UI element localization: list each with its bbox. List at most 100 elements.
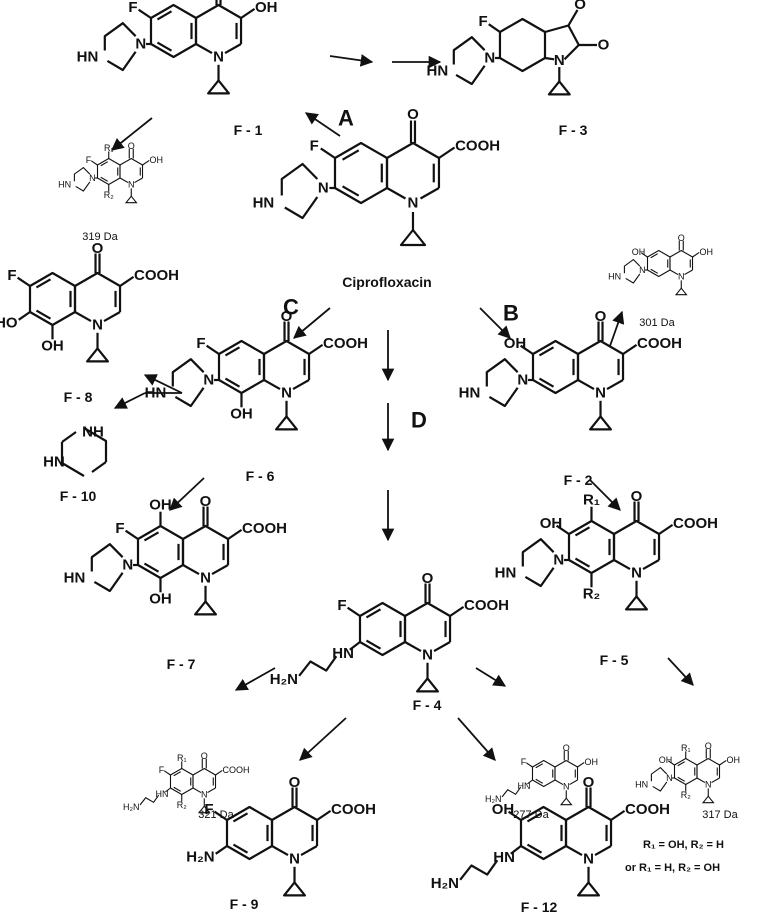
c7-bond [527, 779, 533, 785]
c3-bond [658, 523, 674, 535]
cyclopropyl-ring [275, 415, 299, 431]
carboxyl-group: COOH [455, 138, 500, 155]
piperazine-ring [106, 51, 137, 72]
five-ring [544, 24, 580, 61]
amine-nh: HN [493, 849, 515, 866]
ring-bond [300, 845, 318, 857]
c3-bond [227, 528, 243, 540]
ring-bond [195, 43, 213, 55]
piperazine-ring [625, 273, 641, 284]
fluorine-atom: F [478, 13, 487, 30]
piperazine-nh: HN [58, 180, 71, 190]
nitrogen-atom: N [595, 385, 606, 402]
ethylene-chain [139, 794, 160, 806]
piperazine-ring [75, 181, 91, 192]
piperazine-nh: NH [82, 424, 104, 441]
double-bond [677, 761, 686, 767]
piperazine-nitrogen: N [666, 773, 673, 783]
ethylene-chain [298, 655, 338, 677]
c5-substituent: R₁ [583, 492, 600, 509]
nitrogen-atom: N [563, 782, 570, 792]
piperazine-nitrogen: N [135, 36, 146, 53]
ring-bond [642, 559, 660, 571]
ring-bond [569, 779, 578, 786]
reaction-arrow [457, 717, 496, 761]
hydroxyl-group: HO [0, 314, 18, 331]
c3-bond [240, 7, 256, 19]
benzene-ring [149, 3, 198, 59]
pathway-b-label: B [503, 301, 519, 326]
benzene-ring [333, 141, 389, 205]
c8-substituent: OH [149, 590, 172, 607]
pyridone-ring [270, 805, 319, 846]
piperazine-ring [650, 766, 668, 782]
ring-bond [433, 641, 451, 653]
benzene-ring [225, 805, 274, 861]
product-label-1: F - 2 [564, 472, 593, 488]
ring-bond [386, 187, 407, 200]
c3-bond [119, 275, 135, 287]
c6-bond [507, 810, 522, 821]
c6-bond [163, 770, 171, 776]
pyridone-ring [194, 3, 243, 44]
cyclopropyl-ring [589, 415, 613, 431]
ring-bond [404, 641, 422, 653]
piperazine-nh: HN [608, 272, 621, 282]
benzene-ring [169, 767, 194, 796]
c6-bond [555, 524, 570, 535]
cyclopropyl-ring [283, 881, 307, 897]
double-bond [677, 776, 686, 782]
piperazine-nh: HN [253, 195, 275, 212]
pyridone-ring [576, 339, 625, 380]
double-bond [143, 531, 160, 542]
double-bond [538, 377, 555, 388]
pyridone-ring [669, 249, 694, 270]
double-bond [100, 161, 109, 167]
c3-bond [622, 343, 638, 355]
ring-bond [696, 777, 706, 784]
piperazine-ring [455, 65, 486, 86]
double-bond [365, 608, 382, 619]
double-bond [35, 309, 52, 320]
piperazine-nitrogen: N [484, 50, 495, 67]
double-bond [173, 771, 182, 777]
double-bond [535, 763, 544, 769]
cyclopropyl-ring [197, 805, 211, 814]
benzene-ring [531, 339, 580, 395]
cyclopropyl-ring [416, 677, 440, 693]
oxygen-atom: O [574, 0, 586, 13]
double-bond [574, 557, 591, 568]
benzene-ring [646, 249, 671, 278]
piperazine-ring [73, 166, 91, 182]
piperazine-ring [524, 567, 555, 588]
piperazine-ring [521, 538, 555, 567]
c-f-bond [488, 23, 501, 33]
piperazine-ring [485, 358, 519, 387]
ring-bond [271, 845, 289, 857]
piperazine-nitrogen: N [122, 557, 133, 574]
c8-substituent: R₂ [104, 190, 114, 200]
nitrogen-atom: N [213, 49, 224, 66]
ring-bond [613, 559, 631, 571]
reaction-arrow [299, 717, 347, 761]
amine-nh: HN [332, 645, 354, 662]
product-label-10: F - 12 [521, 899, 558, 915]
terminal-amine: H₂N [431, 875, 459, 892]
ring-bond [577, 379, 595, 391]
ring-bond [263, 379, 281, 391]
ring-bond [207, 787, 216, 794]
fluorine-atom: F [7, 267, 16, 284]
ring-bond [74, 311, 92, 323]
ethylene-chain [459, 859, 499, 881]
reaction-arrow [234, 667, 276, 691]
ethylene-chain [501, 786, 522, 798]
c3-bond [610, 809, 626, 821]
ring-bond [211, 564, 229, 576]
fluorine-atom: F [115, 520, 124, 537]
c6-bond [90, 160, 98, 166]
reaction-arrow [143, 374, 183, 394]
piperazine-ring [174, 387, 205, 408]
ring-bond [594, 845, 612, 857]
oxygen-atom: O [598, 37, 610, 54]
